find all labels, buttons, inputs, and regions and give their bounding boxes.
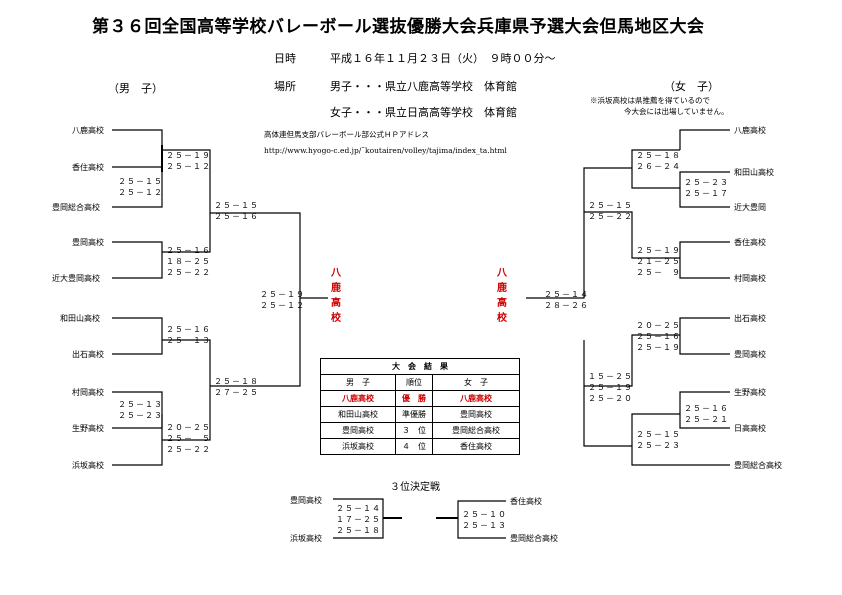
girls-score-final: ２５－１４ ２８－２６ — [544, 290, 589, 310]
girls-winner: 八 鹿 高 校 — [497, 268, 507, 324]
date-label: 日時 — [274, 52, 296, 65]
boys-team: 浜坂高校 — [72, 461, 104, 470]
boys-score-m2: ２５－１５ ２５－１２ — [118, 177, 163, 197]
girls-team: 日高高校 — [734, 424, 766, 433]
table-row: 和田山高校 準優勝 豊岡高校 — [320, 406, 520, 423]
boys-team: 村岡高校 — [72, 388, 104, 397]
boys-team: 生野高校 — [72, 424, 104, 433]
boys-team: 出石高校 — [72, 350, 104, 359]
boys-score-m6: ２５－１３ ２５－２３ — [118, 400, 163, 420]
girls-score-m8: １５－２５ ２５－１９ ２５－２０ — [588, 372, 633, 403]
boys-winner: 八 鹿 高 校 — [331, 268, 341, 324]
girls-team: 豊岡高校 — [734, 350, 766, 359]
boys-score-m7: ２０－２５ ２５－ ５ ２５－２２ — [166, 423, 211, 454]
boys-score-m5: ２５－１６ ２５－１３ — [166, 325, 211, 345]
girls-score-m4: ２５－１９ ２１－２５ ２５－ ９ — [636, 246, 681, 277]
note-line-1: ※浜坂高校は県推薦を得ているので — [590, 96, 710, 105]
girls-team: 生野高校 — [734, 388, 766, 397]
third-girls-bottom: 豊岡総合高校 — [510, 534, 558, 543]
boys-score-final: ２５－１９ ２５－１２ — [260, 290, 305, 310]
place-boys: 男子・・・県立八鹿高等学校 体育館 — [330, 80, 517, 93]
boys-team: 豊岡高校 — [72, 238, 104, 247]
boys-score-m1: ２５－１９ ２５－１２ — [166, 151, 211, 171]
third-boys-bottom: 浜坂高校 — [290, 534, 322, 543]
boys-team: 豊岡総合高校 — [52, 203, 100, 212]
date-value: 平成１６年１１月２３日（火） ９時００分〜 — [330, 52, 556, 65]
girls-score-m6: ２５－１６ ２５－２１ — [684, 404, 729, 424]
results-col-boys: 男 子 — [320, 374, 396, 391]
boys-header: （男 子） — [108, 82, 163, 95]
note-line-2: 今大会には出場していません。 — [624, 107, 729, 116]
girls-team: 八鹿高校 — [734, 126, 766, 135]
web-line-2: http://www.hyogo-c.ed.jp/˜koutairen/voll… — [264, 146, 507, 155]
girls-score-m1: ２５－１８ ２６－２４ — [636, 151, 681, 171]
third-girls-scores: ２５－１０ ２５－１３ — [462, 510, 507, 530]
boys-team: 近大豊岡高校 — [52, 274, 100, 283]
girls-team: 出石高校 — [734, 314, 766, 323]
results-table: 大 会 結 果 男 子 順位 女 子 八鹿高校 優 勝 八鹿高校 和田山高校 準… — [320, 358, 520, 455]
boys-score-m8: ２５－１８ ２７－２５ — [214, 377, 259, 397]
results-col-girls: 女 子 — [432, 374, 520, 391]
third-place-heading: ３位決定戦 — [390, 482, 440, 493]
girls-team: 村岡高校 — [734, 274, 766, 283]
girls-team: 和田山高校 — [734, 168, 774, 177]
girls-team: 豊岡総合高校 — [734, 461, 782, 470]
girls-header: （女 子） — [664, 80, 719, 93]
page-title: 第３６回全国高等学校バレーボール選抜優勝大会兵庫県予選大会但馬地区大会 — [92, 17, 705, 37]
boys-score-m3: ２５－１５ ２５－１６ — [214, 201, 259, 221]
third-boys-scores: ２５－１４ １７－２５ ２５－１８ — [336, 504, 381, 535]
place-label: 場所 — [274, 80, 296, 93]
third-girls-top: 香住高校 — [510, 497, 542, 506]
girls-team: 近大豊岡 — [734, 203, 766, 212]
girls-team: 香住高校 — [734, 238, 766, 247]
boys-team: 香住高校 — [72, 163, 104, 172]
girls-score-m2: ２５－２３ ２５－１７ — [684, 178, 729, 198]
web-line-1: 高体連但馬支部バレーボール部公式ＨＰアドレス — [264, 130, 429, 139]
boys-team: 八鹿高校 — [72, 126, 104, 135]
girls-score-m3: ２５－１５ ２５－２２ — [588, 201, 633, 221]
girls-score-m5: ２０－２５ ２５－１６ ２５－１９ — [636, 321, 681, 352]
results-col-rank: 順位 — [395, 374, 433, 391]
boys-score-m4: ２５－１６ １８－２５ ２５－２２ — [166, 246, 211, 277]
table-row: 八鹿高校 優 勝 八鹿高校 — [320, 390, 520, 407]
boys-team: 和田山高校 — [60, 314, 100, 323]
third-boys-top: 豊岡高校 — [290, 496, 322, 505]
results-heading: 大 会 結 果 — [320, 358, 520, 375]
table-row: 浜坂高校 ４ 位 香住高校 — [320, 438, 520, 455]
table-row: 豊岡高校 ３ 位 豊岡総合高校 — [320, 422, 520, 439]
girls-score-m7: ２５－１５ ２５－２３ — [636, 430, 681, 450]
place-girls: 女子・・・県立日高高等学校 体育館 — [330, 106, 517, 119]
